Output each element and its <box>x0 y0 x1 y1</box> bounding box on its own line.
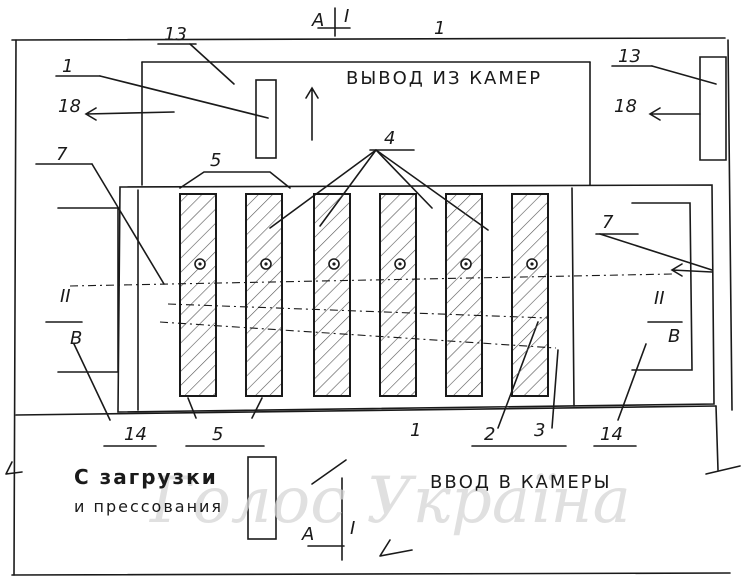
section-a-top-roman: I <box>344 6 349 27</box>
watermark: Голос Україна <box>149 464 631 538</box>
flow-arrow-right-18 <box>648 107 701 121</box>
from-loading-line1: С загрузки <box>74 465 218 489</box>
chamber-4 <box>379 193 417 397</box>
sensor-dot-1 <box>198 262 202 266</box>
leader-7-left <box>91 163 165 285</box>
callout-7-right: 7 <box>602 212 614 233</box>
duct-bottom <box>247 456 277 540</box>
corridor-lower-right <box>715 405 719 471</box>
right-outer-room <box>699 56 727 161</box>
output-label: ВЫВОД ИЗ КАМЕР <box>346 68 542 89</box>
section-b-right-letter: В <box>668 326 680 347</box>
callout-1-bottom: 1 <box>410 420 421 441</box>
sensor-dot-3 <box>332 262 336 266</box>
chain-line-2 <box>167 303 549 319</box>
sensor-dot-4 <box>398 262 402 266</box>
sensor-dot-6 <box>530 262 534 266</box>
callout-1-topleft: 1 <box>62 56 73 77</box>
outer-wall-top <box>11 37 726 41</box>
callout-1-topmid: 1 <box>434 18 445 39</box>
leader-4-a <box>269 149 377 229</box>
section-a-bottom-roman: I <box>350 518 355 539</box>
section-b-right-num: II <box>654 288 665 309</box>
sensor-dot-5 <box>464 262 468 266</box>
right-room <box>631 202 693 371</box>
chain-line-1 <box>69 273 673 287</box>
leader-5-top <box>179 171 291 189</box>
chamber-5 <box>445 193 483 397</box>
callout-7-left: 7 <box>56 144 68 165</box>
chain-lines <box>69 273 673 349</box>
section-b-left-letter: В <box>70 328 82 349</box>
outer-wall-left <box>13 39 17 576</box>
tick-left-bottom <box>5 461 23 475</box>
tick-right-bottom <box>705 465 741 475</box>
sensor-dot-2 <box>264 262 268 266</box>
leader-13-top <box>189 43 235 85</box>
duct-top <box>255 79 277 159</box>
flow-arrow-up <box>305 86 319 141</box>
tick-bottom <box>379 539 413 557</box>
callout-18-left: 18 <box>58 96 81 117</box>
chamber-2 <box>245 193 283 397</box>
callout-2: 2 <box>484 424 495 445</box>
leader-1-top <box>99 75 269 119</box>
chamber-6 <box>511 193 549 397</box>
leader-14-left <box>73 343 111 421</box>
flow-arrow-left-18 <box>84 107 175 121</box>
callout-18-right: 18 <box>614 96 637 117</box>
flow-arrow-right-7 <box>670 263 713 277</box>
callout-5-bottom: 5 <box>212 424 223 445</box>
section-a-top-line <box>317 7 351 37</box>
leader-1-bottom <box>311 459 347 485</box>
leader-7-right <box>599 233 713 271</box>
chamber-3 <box>313 193 351 397</box>
outer-wall-bottom <box>11 572 731 576</box>
section-a-bottom-line <box>307 477 345 561</box>
callout-13-right: 13 <box>618 46 641 67</box>
corridor-lower <box>15 405 717 416</box>
drawing-linework <box>5 7 741 576</box>
from-loading-line2: и прессования <box>74 497 223 516</box>
leader-5-bottom <box>187 397 263 419</box>
callout-14-right: 14 <box>600 424 623 445</box>
leader-4-c <box>375 149 433 209</box>
chamber-1 <box>179 193 217 397</box>
leader-14-right <box>617 343 647 421</box>
callout-3: 3 <box>534 420 545 441</box>
outer-wall-right <box>727 39 733 411</box>
callout-13-top: 13 <box>164 24 187 45</box>
callout-14-left: 14 <box>124 424 147 445</box>
section-a-top-letter: А <box>311 10 324 31</box>
input-label: ВВОД В КАМЕРЫ <box>430 472 611 493</box>
callout-4: 4 <box>384 128 395 149</box>
chambers-group <box>179 193 549 397</box>
chamber-block-inner-right <box>571 187 575 407</box>
chain-line-3 <box>159 321 557 349</box>
section-a-bottom-letter: А <box>301 524 314 545</box>
section-b-left-num: II <box>60 286 71 307</box>
callout-5-top: 5 <box>210 150 221 171</box>
leader-13-right <box>651 65 717 85</box>
leader-3 <box>551 349 559 429</box>
